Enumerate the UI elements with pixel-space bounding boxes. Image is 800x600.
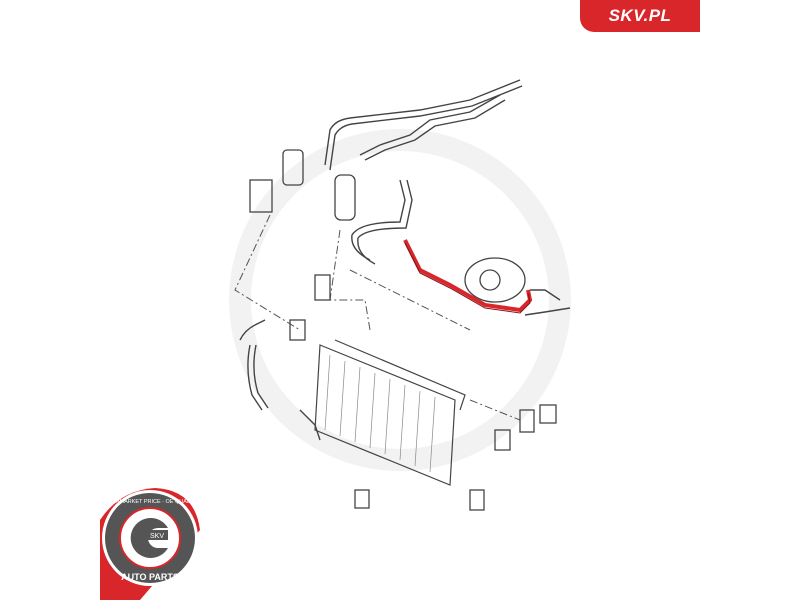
badge-top-text: AFTERMARKET PRICE · OE QUALITY (101, 499, 198, 505)
accumulator (334, 174, 356, 221)
compressor (464, 257, 526, 303)
pipes (239, 79, 571, 441)
gear-icon (130, 517, 168, 558)
dashed-leader-lines (234, 214, 521, 421)
brand-logo[interactable]: SKV.PL (580, 0, 700, 32)
watermark-gear (229, 129, 571, 471)
receiver-drier (282, 149, 304, 186)
badge-bottom-text: AUTO PARTS (121, 572, 179, 582)
badge-center-text: SKV (150, 533, 164, 540)
condenser (314, 339, 466, 486)
components (249, 149, 557, 511)
highlighted-hose (403, 239, 533, 313)
skv-auto-parts-badge: SKV AFTERMARKET PRICE · OE QUALITY AUTO … (100, 488, 200, 600)
